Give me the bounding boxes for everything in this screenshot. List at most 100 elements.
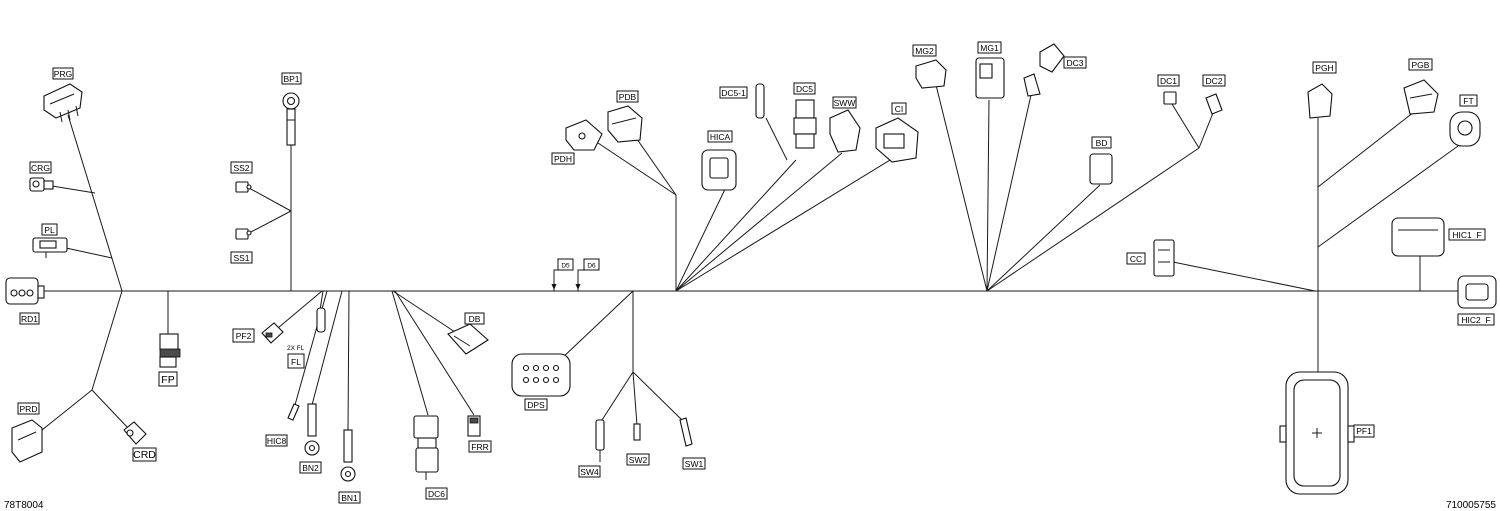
connector-dc3-icon [1023,43,1065,97]
svg-text:SS2: SS2 [233,163,249,173]
label-frr: FRR [468,440,492,453]
svg-text:BP1: BP1 [283,74,299,84]
label-sww: SWW [832,96,857,109]
label-pdh: PDH [551,152,575,165]
svg-text:HICA: HICA [710,132,731,142]
label-mg2: MG2 [912,44,937,57]
connector-crd-icon [123,421,147,445]
connector-pgh-icon [1307,83,1333,119]
label-mg1: MG1 [977,41,1002,54]
connector-bp1-icon [282,92,300,146]
label-fl-note: 2X FL [287,345,305,352]
connector-sw1-icon [679,417,693,447]
svg-text:DC6: DC6 [428,489,445,499]
svg-text:DC5-1: DC5-1 [721,88,746,98]
svg-text:RD1: RD1 [21,314,38,324]
label-crg: CRG [29,161,52,174]
label-dc5-1: DC5-1 [719,86,748,99]
svg-text:HIC1 F: HIC1 F [1452,230,1481,240]
svg-text:CI: CI [895,104,904,114]
svg-text:PGH: PGH [1315,63,1333,73]
connector-pdb-icon [607,105,643,143]
svg-text:MG1: MG1 [980,43,999,53]
connector-pf2-icon [261,322,284,344]
connector-dc5-icon [793,99,817,149]
svg-text:PRG: PRG [54,69,72,79]
connector-pf1-icon [1279,371,1355,495]
svg-text:SW4: SW4 [580,467,599,477]
connector-prd-icon [11,419,43,463]
label-pl: PL [41,223,58,236]
label-dc1: DC1 [1157,74,1180,87]
label-bp1: BP1 [281,72,302,85]
connector-bn2-icon [304,403,320,456]
svg-text:D5: D5 [561,263,570,270]
svg-text:FP: FP [161,374,174,386]
connector-ss1-icon [235,228,252,240]
label-dc2: DC2 [1202,74,1226,87]
connector-rd1-icon [5,277,45,305]
connector-pdh-icon [565,119,603,151]
svg-text:DC5: DC5 [796,84,813,94]
connector-hic8-icon [287,403,300,421]
reference-right: 710005755 [1446,500,1496,511]
label-fp: FP [158,371,178,387]
label-pdb: PDB [616,90,639,103]
connector-drawings [5,43,1497,495]
svg-text:DC3: DC3 [1066,58,1083,68]
connector-cc-icon [1153,239,1175,277]
svg-text:PRD: PRD [20,404,38,414]
connector-hic1-f-icon [1391,217,1445,257]
label-dc5: DC5 [793,82,816,95]
label-prd: PRD [17,402,40,415]
connector-fp-icon [159,333,181,368]
connector-hic2-f-icon [1457,275,1497,309]
svg-text:CC: CC [1130,254,1142,264]
label-sw2: SW2 [626,453,650,466]
svg-text:HIC8: HIC8 [267,436,287,446]
label-cc: CC [1126,252,1146,265]
label-sw4: SW4 [578,465,601,478]
label-ss1: SS1 [230,251,253,264]
connector-hica-icon [701,149,737,191]
svg-text:PGB: PGB [1412,60,1430,70]
svg-text:BN1: BN1 [341,493,358,503]
connector-sw4-icon [595,419,605,462]
connector-db-icon [447,323,489,355]
label-pgb: PGB [1408,58,1433,71]
label-prg: PRG [52,67,74,80]
label-db: DB [464,312,485,325]
connector-sww-icon [829,109,861,153]
svg-text:PDH: PDH [554,154,572,164]
svg-text:FRR: FRR [471,442,488,452]
label-pf2: PF2 [232,328,255,343]
svg-text:PDB: PDB [619,92,637,102]
connector-dc5-1-icon [755,83,765,119]
label-bn1: BN1 [338,491,361,504]
label-bd: BD [1091,136,1112,149]
label-crd: CRD [132,447,157,462]
connector-frr-icon [467,415,481,437]
connector-dc1-icon [1163,91,1177,105]
connector-sw2-icon [633,423,641,441]
connector-dc2-icon [1205,93,1223,115]
svg-text:SS1: SS1 [233,253,249,263]
connector-dc6-icon [413,415,439,480]
svg-text:MG2: MG2 [915,46,934,56]
label-rd1: RD1 [19,312,40,325]
label-dps: DPS [524,398,548,411]
svg-text:BD: BD [1096,138,1108,148]
label-fl: FL [287,353,305,369]
svg-text:PL: PL [44,225,55,235]
connector-dps-icon [511,353,571,397]
label-dc3: DC3 [1063,56,1087,69]
connector-ss2-icon [235,181,252,193]
connector-ci-icon [875,117,919,163]
svg-text:SW2: SW2 [629,455,648,465]
label-bn2: BN2 [299,461,322,474]
svg-text:DC2: DC2 [1205,76,1222,86]
connector-prg-icon [43,83,83,123]
label-hic1-f: HIC1 F [1448,228,1486,241]
connector-ft-icon [1449,111,1481,147]
